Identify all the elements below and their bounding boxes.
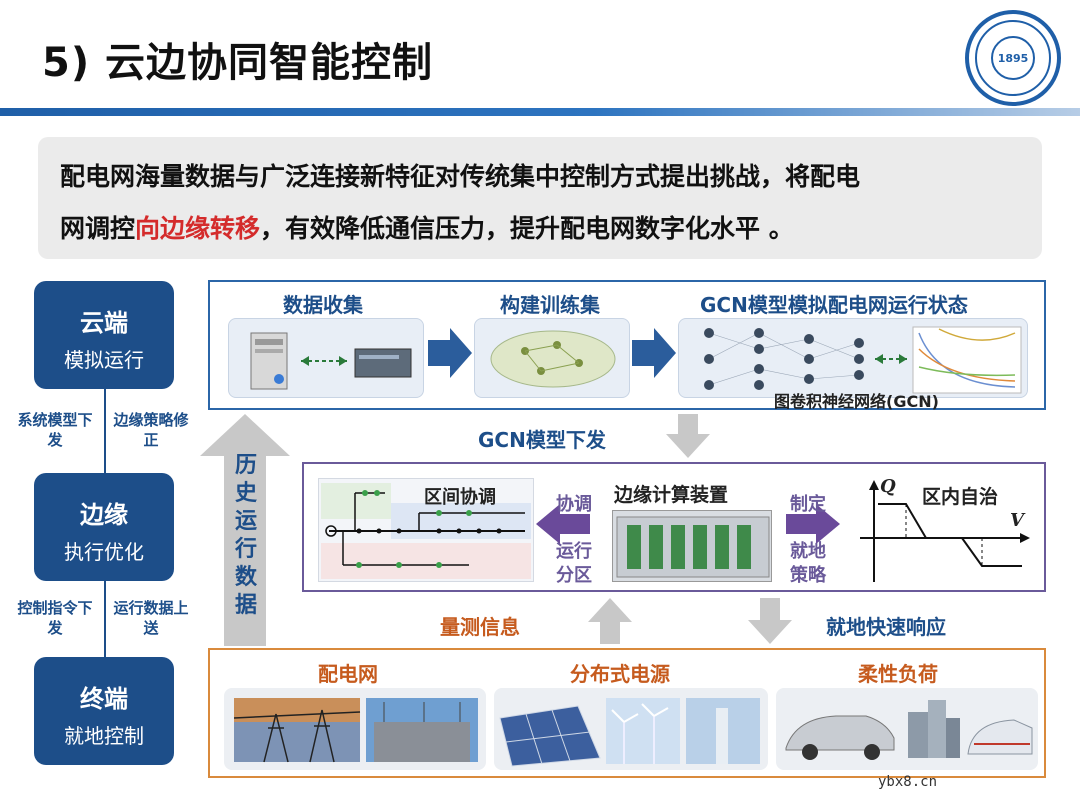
make-right-arrow <box>786 504 840 544</box>
solar-wind-icon <box>499 698 760 767</box>
intro-line-2b: ，有效降低通信压力，提升配电网数字化水平 。 <box>260 214 794 243</box>
data-collect-title: 数据收集 <box>283 293 363 317</box>
tier-cloud-subtitle: 模拟运行 <box>64 348 144 372</box>
label-data-up: 运行数据上送 <box>113 599 189 637</box>
gcn-sim-title: GCN模型模拟配电网运行状态 <box>700 293 968 317</box>
gcn-image <box>678 318 1028 398</box>
intro-line-2: 网调控向边缘转移，有效降低通信压力，提升配电网数字化水平 。 <box>60 203 1020 255</box>
tier-terminal: 终端 就地控制 <box>34 657 174 765</box>
gcn-down-arrow <box>666 414 710 458</box>
train-set-title: 构建训练集 <box>500 293 600 317</box>
ev-building-train-icon <box>785 700 1033 760</box>
page-title: 5) 云边协同智能控制 <box>42 40 434 86</box>
tier-cloud-title: 云端 <box>80 309 128 337</box>
intro-box: 配电网海量数据与广泛连接新特征对传统集中控制方式提出挑战，将配电 网调控向边缘转… <box>38 137 1042 259</box>
terminal-panel <box>208 648 1046 778</box>
flex-load-image-box <box>776 688 1038 770</box>
university-logo-icon: 1895 <box>965 10 1061 106</box>
coord-label: 协调 <box>556 494 592 515</box>
grid-title: 配电网 <box>318 662 378 686</box>
history-label: 历史运行数据 <box>234 453 257 618</box>
data-collect-image <box>228 318 424 398</box>
label-strategy-fix: 边缘策略修正 <box>113 411 189 449</box>
watermark-text: ybx8.cn <box>878 774 938 790</box>
flow-arrow-2 <box>632 328 676 378</box>
network-cloud-icon <box>490 330 616 388</box>
tier-edge-subtitle: 执行优化 <box>64 540 144 564</box>
q-axis-label: Q <box>880 476 896 497</box>
dist-power-image-box <box>494 688 768 770</box>
response-down-arrow <box>748 598 792 644</box>
measure-up-arrow <box>588 598 632 644</box>
interval-diagram <box>318 478 534 582</box>
edge-panel <box>302 462 1046 592</box>
interval-title: 区间协调 <box>424 487 496 508</box>
local-strategy-label: 就地策略 <box>790 541 826 586</box>
grid-image-box <box>224 688 486 770</box>
v-axis-label: V <box>1010 510 1024 531</box>
link-line-cloud-edge <box>104 389 106 473</box>
dist-power-title: 分布式电源 <box>570 662 670 686</box>
make-label: 制定 <box>790 494 826 515</box>
history-up-arrow <box>200 414 290 646</box>
flex-load-title: 柔性负荷 <box>858 662 938 686</box>
intro-line-1: 配电网海量数据与广泛连接新特征对传统集中控制方式提出挑战，将配电 <box>60 162 861 191</box>
link-line-edge-terminal <box>104 581 106 657</box>
feeder-topology-icon <box>321 483 531 579</box>
flow-arrow-1 <box>428 328 472 378</box>
cloud-panel <box>208 280 1046 410</box>
measure-label: 量测信息 <box>440 615 520 639</box>
tier-terminal-title: 终端 <box>80 685 128 713</box>
label-control-down: 控制指令下发 <box>17 599 93 637</box>
logo-year: 1895 <box>991 36 1035 80</box>
qv-curve-icon <box>860 480 1030 582</box>
intro-highlight: 向边缘转移 <box>135 214 261 243</box>
gcn-net-label: 图卷积神经网络(GCN) <box>774 392 939 411</box>
neural-network-icon <box>704 326 1022 394</box>
coord-left-arrow <box>536 504 590 544</box>
power-tower-icon <box>233 698 478 763</box>
run-zone-label: 运行分区 <box>556 541 592 586</box>
fast-response-label: 就地快速响应 <box>826 615 946 639</box>
edge-device-image <box>612 510 772 582</box>
server-icon <box>250 332 412 390</box>
tier-edge: 边缘 执行优化 <box>34 473 174 581</box>
intra-title: 区内自治 <box>922 486 999 508</box>
header-rule <box>0 108 1080 116</box>
label-model-down: 系统模型下发 <box>17 411 93 449</box>
gcn-down-label: GCN模型下发 <box>478 428 606 452</box>
tier-terminal-subtitle: 就地控制 <box>64 724 144 748</box>
edge-device-title: 边缘计算装置 <box>614 484 729 506</box>
tier-edge-title: 边缘 <box>80 501 128 529</box>
tier-cloud: 云端 模拟运行 <box>34 281 174 389</box>
train-set-image <box>474 318 630 398</box>
rack-device-icon <box>616 516 770 578</box>
intro-line-2a: 网调控 <box>60 214 136 243</box>
